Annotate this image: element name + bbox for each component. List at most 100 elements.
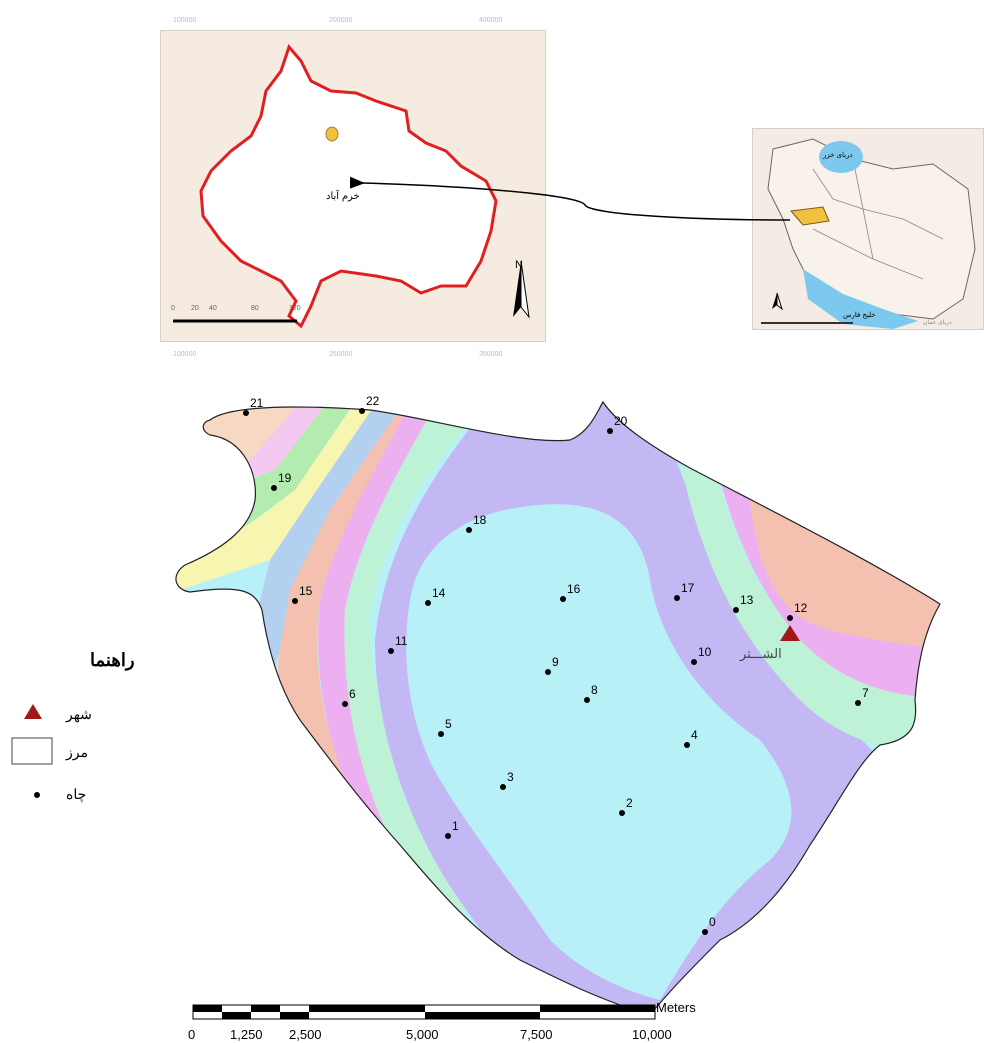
well-point bbox=[445, 833, 451, 839]
province-inset-map: 100000 200000 400000 100000 250000 35000… bbox=[160, 17, 546, 358]
legend-label-border: مرز bbox=[66, 744, 88, 760]
scale-label: 5,000 bbox=[406, 1027, 439, 1042]
province-boundary bbox=[199, 44, 498, 329]
khorramabad-city-shape bbox=[325, 126, 339, 142]
well-point bbox=[271, 485, 277, 491]
well-point bbox=[733, 607, 739, 613]
well-point bbox=[425, 600, 431, 606]
well-point bbox=[702, 929, 708, 935]
scale-tick: 0 bbox=[171, 305, 175, 312]
lorestan-highlight bbox=[790, 206, 830, 226]
inset-top-tick: 200000 bbox=[329, 17, 353, 24]
scale-label: 2,500 bbox=[289, 1027, 322, 1042]
zone-pink bbox=[175, 402, 345, 480]
zone-magenta-left bbox=[318, 402, 475, 870]
north-arrow-icon bbox=[513, 260, 530, 319]
well-label: 13 bbox=[740, 593, 754, 607]
well-point bbox=[584, 697, 590, 703]
zone-mint-left bbox=[344, 402, 510, 910]
well-label: 15 bbox=[299, 584, 313, 598]
well-label: 22 bbox=[366, 394, 380, 408]
scale-label: 1,250 bbox=[230, 1027, 263, 1042]
well-point bbox=[855, 700, 861, 706]
legend-dot-icon bbox=[34, 792, 40, 798]
inset-top-tick: 100000 bbox=[173, 17, 197, 24]
well-label: 2 bbox=[626, 796, 633, 810]
well-point bbox=[787, 615, 793, 621]
well-label: 7 bbox=[862, 686, 869, 700]
legend-label-city: شهر bbox=[66, 706, 92, 722]
scale-label: 0 bbox=[188, 1027, 196, 1042]
well-label: 10 bbox=[698, 645, 712, 659]
well-point bbox=[292, 598, 298, 604]
well-label: 17 bbox=[681, 581, 695, 595]
well-label: 11 bbox=[395, 634, 408, 648]
inset-bottom-tick: 350000 bbox=[479, 351, 503, 358]
well-label: 18 bbox=[473, 513, 487, 527]
legend-triangle-icon bbox=[24, 704, 42, 719]
province-lines bbox=[812, 158, 944, 280]
iran-map-svg bbox=[761, 138, 976, 329]
well-label: 4 bbox=[691, 728, 698, 742]
well-point bbox=[545, 669, 551, 675]
well-point bbox=[619, 810, 625, 816]
well-label: 6 bbox=[349, 687, 356, 701]
scale-label: 10,000 bbox=[632, 1027, 672, 1042]
well-label: 8 bbox=[591, 683, 598, 697]
well-point bbox=[684, 742, 690, 748]
well-label: 12 bbox=[794, 601, 808, 615]
city-label-alashtar: الشـــتر bbox=[740, 646, 782, 661]
well-point bbox=[342, 701, 348, 707]
well-point bbox=[674, 595, 680, 601]
well-label: 3 bbox=[507, 770, 514, 784]
well-label: 9 bbox=[552, 655, 559, 669]
scale-unit: Meters bbox=[656, 1000, 696, 1015]
legend-title: راهنما bbox=[90, 650, 135, 670]
caspian-sea bbox=[819, 141, 863, 173]
well-label: 5 bbox=[445, 717, 452, 731]
well-point bbox=[388, 648, 394, 654]
scale-tick: 40 bbox=[209, 305, 217, 312]
well-label: 16 bbox=[567, 582, 581, 596]
zone-lavender bbox=[375, 402, 880, 1015]
persian-gulf bbox=[803, 269, 918, 329]
zone-salmon-right bbox=[750, 498, 940, 650]
well-point bbox=[359, 408, 365, 414]
caspian-label: دریای خزر bbox=[823, 152, 853, 159]
well-label: 14 bbox=[432, 586, 446, 600]
well-point bbox=[691, 659, 697, 665]
well-point bbox=[560, 596, 566, 602]
gulf-label: خلیج فارس bbox=[843, 312, 876, 319]
well-label: 1 bbox=[452, 819, 459, 833]
well-label: 0 bbox=[709, 915, 716, 929]
scale-tick: 20 bbox=[191, 305, 199, 312]
legend-rectangle-icon bbox=[11, 737, 53, 765]
well-point bbox=[438, 731, 444, 737]
legend-label-well: چاه bbox=[66, 786, 87, 802]
well-point bbox=[243, 410, 249, 416]
scale-tick: 120 bbox=[289, 305, 301, 312]
north-label: N bbox=[515, 259, 523, 271]
inset-bottom-tick: 250000 bbox=[329, 351, 353, 358]
city-triangle-icon bbox=[780, 625, 800, 641]
well-label: 20 bbox=[614, 414, 628, 428]
oman-label: دریای عمان bbox=[923, 320, 952, 326]
well-label: 21 bbox=[250, 396, 264, 410]
iran-inset-map: دریای خزر خلیج فارس دریای عمان bbox=[752, 128, 984, 330]
legend-symbols bbox=[11, 704, 53, 798]
well-point bbox=[607, 428, 613, 434]
inset-bottom-tick: 100000 bbox=[173, 351, 197, 358]
scale-label: 7,500 bbox=[520, 1027, 553, 1042]
well-label: 19 bbox=[278, 471, 292, 485]
north-arrow-icon bbox=[772, 292, 783, 311]
iran-outline bbox=[767, 138, 976, 320]
well-point bbox=[466, 527, 472, 533]
zone-green bbox=[240, 402, 370, 530]
scale-tick: 80 bbox=[251, 305, 259, 312]
province-map-svg bbox=[173, 44, 530, 329]
zone-salmon-left bbox=[278, 402, 450, 830]
